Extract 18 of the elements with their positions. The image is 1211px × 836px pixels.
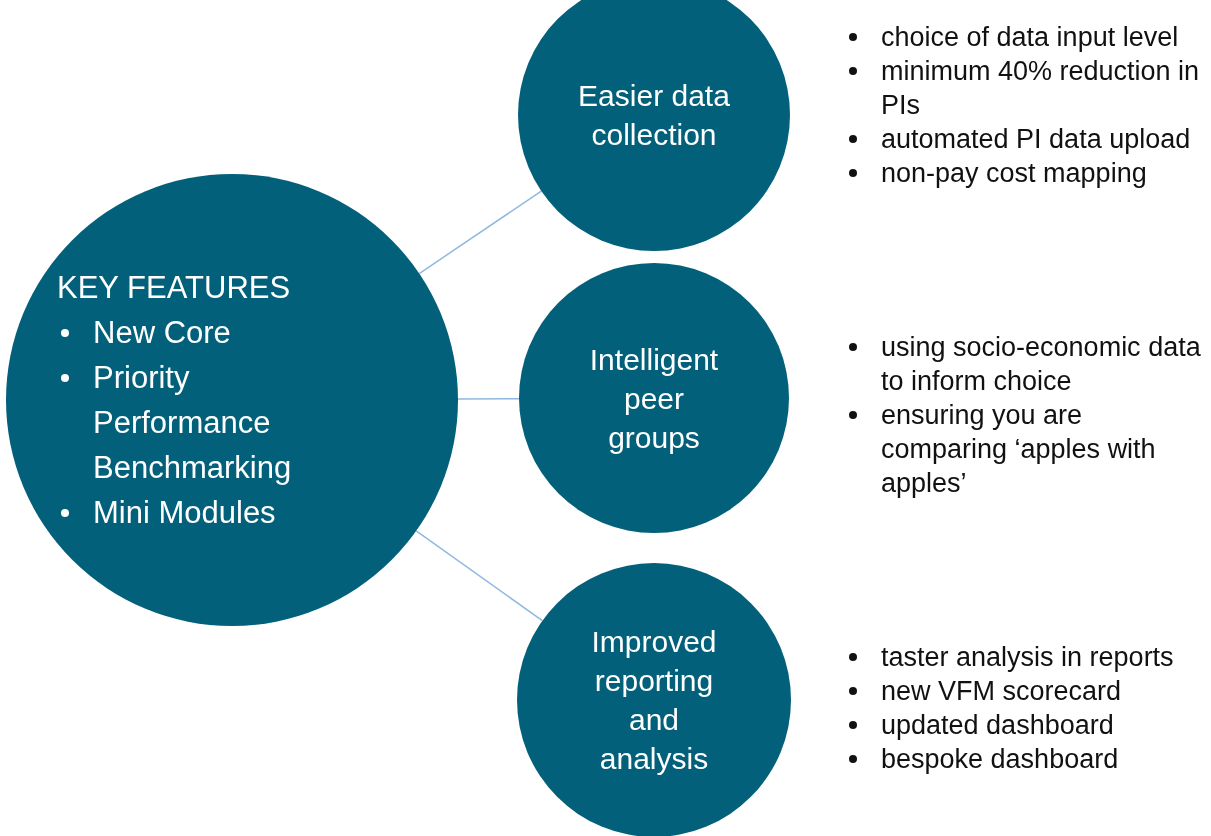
connector-line <box>418 190 543 275</box>
bullet-item: bespoke dashboard <box>881 744 1119 774</box>
connector-line <box>457 397 520 400</box>
bullet-item: new VFM scorecard <box>881 676 1122 706</box>
circle-label: Improved reporting and analysis <box>590 624 718 777</box>
bullet-item: ensuring you are comparing ‘apples with apples’ <box>881 400 1156 498</box>
circle-label: Easier data collection <box>578 78 730 153</box>
bullet-item: taster analysis in reports <box>881 642 1174 672</box>
bullet-item: New Core <box>93 315 231 350</box>
bullet-item: updated dashboard <box>881 710 1114 740</box>
connector-line <box>415 530 544 622</box>
bullet-item: non-pay cost mapping <box>881 158 1147 188</box>
bullet-item: choice of data input level <box>881 22 1179 52</box>
bullet-item: Mini Modules <box>93 495 276 530</box>
circle-label: Intelligent peer groups <box>588 341 720 456</box>
bullet-item: automated PI data upload <box>881 124 1191 154</box>
bullet-item: Priority Performance Benchmarking <box>93 360 292 485</box>
heading: KEY FEATURES <box>57 269 292 307</box>
